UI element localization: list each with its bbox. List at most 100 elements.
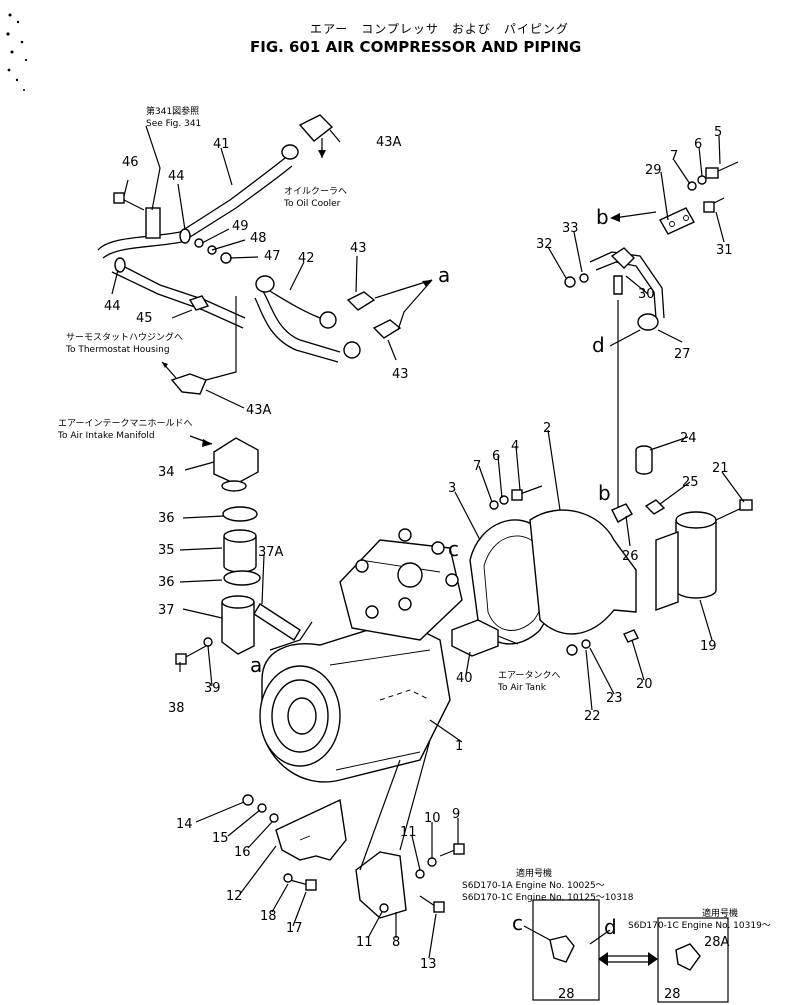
callout-numbers: 1 2 3 4 5 6 6 7 7 8 9 10 11 11 12 13 14 …: [104, 125, 733, 1002]
mounting-brackets: [242, 739, 465, 919]
callout-10: 10: [424, 811, 441, 826]
note-thermostat-jp: サーモスタットハウジングへ: [66, 331, 183, 343]
callout-32: 32: [536, 237, 553, 252]
callout-33: 33: [562, 221, 579, 236]
callout-35: 35: [158, 543, 175, 558]
callout-19: 19: [700, 639, 717, 654]
callout-7-mid: 7: [473, 459, 481, 474]
leader-lines: [111, 125, 745, 959]
air-compressor: [259, 528, 561, 783]
callout-43-lower: 43: [392, 367, 409, 382]
inset-boxes: [523, 899, 729, 1003]
note-see-fig-jp: 第341図参照: [146, 105, 199, 117]
callout-2: 2: [543, 421, 551, 436]
callout-11-lower: 11: [356, 935, 373, 950]
outlet-connector-40: [451, 619, 519, 657]
callout-36-lower: 36: [158, 575, 175, 590]
callout-28-right: 28: [664, 987, 681, 1002]
note-serial-2: S6D170-1C Engine No. 10125～10318: [462, 893, 634, 903]
letter-a-lower: a: [250, 653, 262, 677]
callout-47: 47: [264, 249, 281, 264]
water-piping-group: [97, 114, 433, 395]
note-serial-1: S6D170-1A Engine No. 10025～: [462, 881, 605, 891]
callout-48: 48: [250, 231, 267, 246]
callout-28-left: 28: [558, 987, 575, 1002]
callout-5: 5: [714, 125, 722, 140]
note-intake-jp: エアーインテークマニホールドへ: [58, 418, 192, 429]
callout-7-top: 7: [670, 149, 678, 164]
callout-30: 30: [638, 287, 655, 302]
callout-37a: 37A: [258, 545, 284, 560]
callout-15: 15: [212, 831, 229, 846]
callout-18: 18: [260, 909, 277, 924]
letter-d-lower: d: [604, 915, 617, 939]
annotation-notes: 第341図参照 See Fig. 341 オイルクーラへ To Oil Cool…: [57, 105, 771, 931]
callout-9: 9: [452, 807, 460, 822]
note-air-tank-en: To Air Tank: [497, 683, 547, 693]
callout-41: 41: [213, 137, 230, 152]
callout-25: 25: [682, 475, 699, 490]
callout-44-lower: 44: [104, 299, 121, 314]
callout-45: 45: [136, 311, 153, 326]
callout-16: 16: [234, 845, 251, 860]
callout-40: 40: [456, 671, 473, 686]
governor-assembly: [611, 445, 753, 643]
note-serial-jp-2: 適用号機: [702, 907, 738, 919]
callout-46: 46: [122, 155, 139, 170]
callout-3: 3: [448, 481, 456, 496]
callout-21: 21: [712, 461, 729, 476]
callout-1: 1: [455, 739, 463, 754]
callout-28a: 28A: [704, 935, 730, 950]
callout-22: 22: [584, 709, 601, 724]
connector-letters: a a b b c c d d: [250, 205, 617, 939]
letter-b-upper: b: [596, 205, 609, 229]
note-intake-en: To Air Intake Manifold: [57, 431, 155, 441]
right-piping-group: [564, 161, 739, 520]
figure-title: FIG. 601 AIR COMPRESSOR AND PIPING: [250, 38, 581, 56]
note-oil-cooler-jp: オイルクーラへ: [284, 186, 347, 197]
callout-27: 27: [674, 347, 691, 362]
callout-44-upper: 44: [168, 169, 185, 184]
callout-39: 39: [204, 681, 221, 696]
callout-12: 12: [226, 889, 243, 904]
callout-37: 37: [158, 603, 175, 618]
callout-43-upper: 43: [350, 241, 367, 256]
callout-17: 17: [286, 921, 303, 936]
note-air-tank-jp: エアータンクへ: [498, 670, 560, 681]
callout-43a-lower: 43A: [246, 403, 272, 418]
callout-31: 31: [716, 243, 733, 258]
note-serial-jp: 適用号機: [516, 867, 552, 879]
callout-38: 38: [168, 701, 185, 716]
callout-6-mid: 6: [492, 449, 500, 464]
callout-49: 49: [232, 219, 249, 234]
scan-speckle: [4, 6, 32, 98]
intake-connection-group: [175, 435, 313, 665]
note-oil-cooler-en: To Oil Cooler: [283, 199, 341, 209]
callout-26: 26: [622, 549, 639, 564]
callout-36-upper: 36: [158, 511, 175, 526]
callout-14: 14: [176, 817, 193, 832]
callout-43a-upper: 43A: [376, 135, 402, 150]
note-see-fig-en: See Fig. 341: [146, 119, 201, 129]
letter-c-lower: c: [512, 911, 523, 935]
title-japanese: エアー コンプレッサ および パイピング: [310, 22, 569, 36]
callout-6-top: 6: [694, 137, 702, 152]
letter-d-upper: d: [592, 333, 605, 357]
letter-b-lower: b: [598, 481, 611, 505]
callout-13: 13: [420, 957, 437, 972]
callout-34: 34: [158, 465, 175, 480]
letter-c-upper: c: [448, 537, 459, 561]
callout-4: 4: [511, 439, 519, 454]
note-serial-3: S6D170-1C Engine No. 10319～: [628, 921, 771, 931]
gaskets-2-3: [469, 485, 637, 656]
note-thermostat-en: To Thermostat Housing: [65, 345, 170, 355]
callout-20: 20: [636, 677, 653, 692]
callout-8: 8: [392, 935, 400, 950]
letter-a-upper: a: [438, 263, 450, 287]
callout-23: 23: [606, 691, 623, 706]
callout-29: 29: [645, 163, 662, 178]
callout-11-upper: 11: [400, 825, 417, 840]
callout-42: 42: [298, 251, 315, 266]
callout-24: 24: [680, 431, 697, 446]
